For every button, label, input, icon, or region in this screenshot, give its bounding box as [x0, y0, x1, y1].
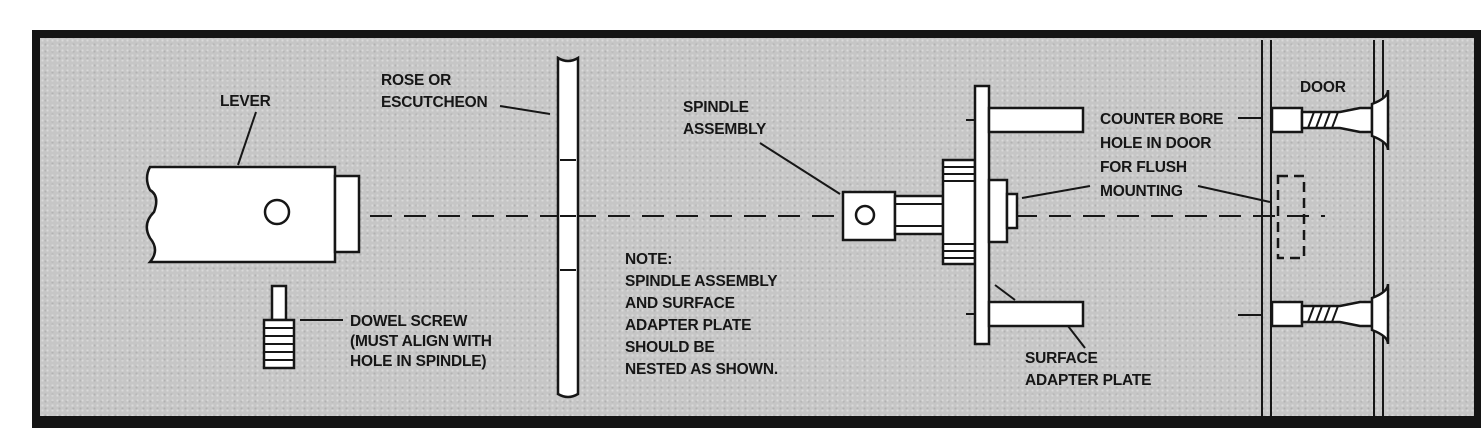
- spindle-rear-hub: [987, 178, 1009, 244]
- rose-leader: [499, 105, 551, 115]
- adapter-plate-leader-a: [994, 284, 1016, 301]
- counter-bore-leader-spindle: [1021, 185, 1091, 199]
- lever-label: LEVER: [220, 93, 271, 110]
- spindle-threaded-hub: [941, 158, 977, 266]
- counter-bore-hole: [1276, 174, 1306, 260]
- adapter-plate-post-bottom: [987, 300, 1085, 328]
- lever-collar: [333, 174, 361, 254]
- counter-bore-label: COUNTER BORE HOLE IN DOOR FOR FLUSH MOUN…: [1100, 111, 1227, 200]
- spindle-assembly: [841, 84, 1085, 346]
- spindle-shaft: [893, 194, 945, 236]
- door-screw-top-head: [1370, 89, 1390, 151]
- surface-plate-label: SURFACE ADAPTER PLATE: [1025, 350, 1151, 389]
- rose-escutcheon: [556, 55, 580, 399]
- spindle-dowel-hole: [854, 204, 876, 226]
- spindle-rear-stub: [1005, 192, 1019, 230]
- counter-bore-leader-hole: [1197, 185, 1271, 203]
- dowel-screw-shank: [270, 284, 288, 322]
- door-screw-bottom: [1300, 300, 1374, 328]
- spindle-leader: [759, 142, 841, 195]
- lever-dowel-hole: [263, 198, 291, 226]
- door-screw-top: [1300, 106, 1374, 134]
- lever: [145, 165, 361, 264]
- door-label: DOOR: [1300, 79, 1346, 96]
- adapter-plate-post-top: [987, 106, 1085, 134]
- lever-body: [145, 165, 337, 264]
- lever-leader: [237, 111, 257, 166]
- door-screw-hole-top: [1270, 106, 1304, 134]
- door: [1238, 40, 1390, 416]
- note-text: NOTE: SPINDLE ASSEMBLY AND SURFACE ADAPT…: [625, 251, 781, 378]
- dowel-screw-label: DOWEL SCREW (MUST ALIGN WITH HOLE IN SPI…: [350, 313, 496, 370]
- spindle-label: SPINDLE ASSEMBLY: [683, 99, 767, 138]
- dowel-screw: [262, 284, 296, 370]
- surface-adapter-plate: [973, 84, 991, 346]
- door-screw-hole-bottom: [1270, 300, 1304, 328]
- rose-label: ROSE OR ESCUTCHEON: [381, 72, 488, 111]
- adapter-plate-leader-b: [1067, 325, 1086, 349]
- door-screw-bottom-head: [1370, 283, 1390, 345]
- rose-plate: [556, 55, 580, 399]
